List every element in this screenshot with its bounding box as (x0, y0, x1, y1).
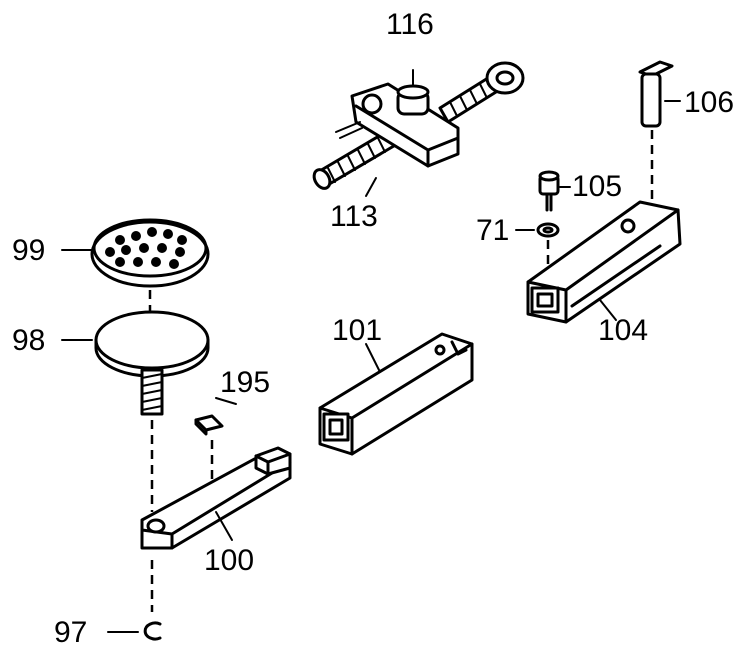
label-99: 99 (12, 234, 45, 267)
leader-lines (61, 100, 681, 633)
pad-98 (94, 310, 210, 512)
lever-100 (140, 446, 292, 612)
clamp-knob (396, 69, 430, 116)
label-104: 104 (598, 314, 648, 347)
clamp-block (335, 82, 460, 168)
square-tube-101 (318, 332, 474, 456)
screw-105 (538, 170, 560, 212)
clip-97 (143, 621, 162, 641)
label-106: 106 (684, 86, 734, 119)
label-101: 101 (332, 314, 382, 347)
label-97: 97 (54, 616, 87, 649)
arm-tube-104 (526, 200, 682, 324)
label-195: 195 (220, 366, 270, 399)
part-labels: 116 113 106 105 71 104 99 98 101 195 100… (12, 8, 734, 649)
threaded-rod-113 (312, 124, 406, 190)
label-116: 116 (386, 8, 434, 41)
label-113: 113 (330, 200, 378, 233)
label-105: 105 (572, 170, 622, 203)
label-71: 71 (476, 214, 509, 247)
label-100: 100 (204, 544, 254, 577)
perforated-disc-99 (90, 218, 210, 314)
pin-106 (638, 60, 674, 210)
clamp-assembly (312, 61, 525, 190)
label-98: 98 (12, 324, 45, 357)
square-pad-195 (194, 414, 224, 492)
threaded-rod-eye (438, 61, 525, 124)
